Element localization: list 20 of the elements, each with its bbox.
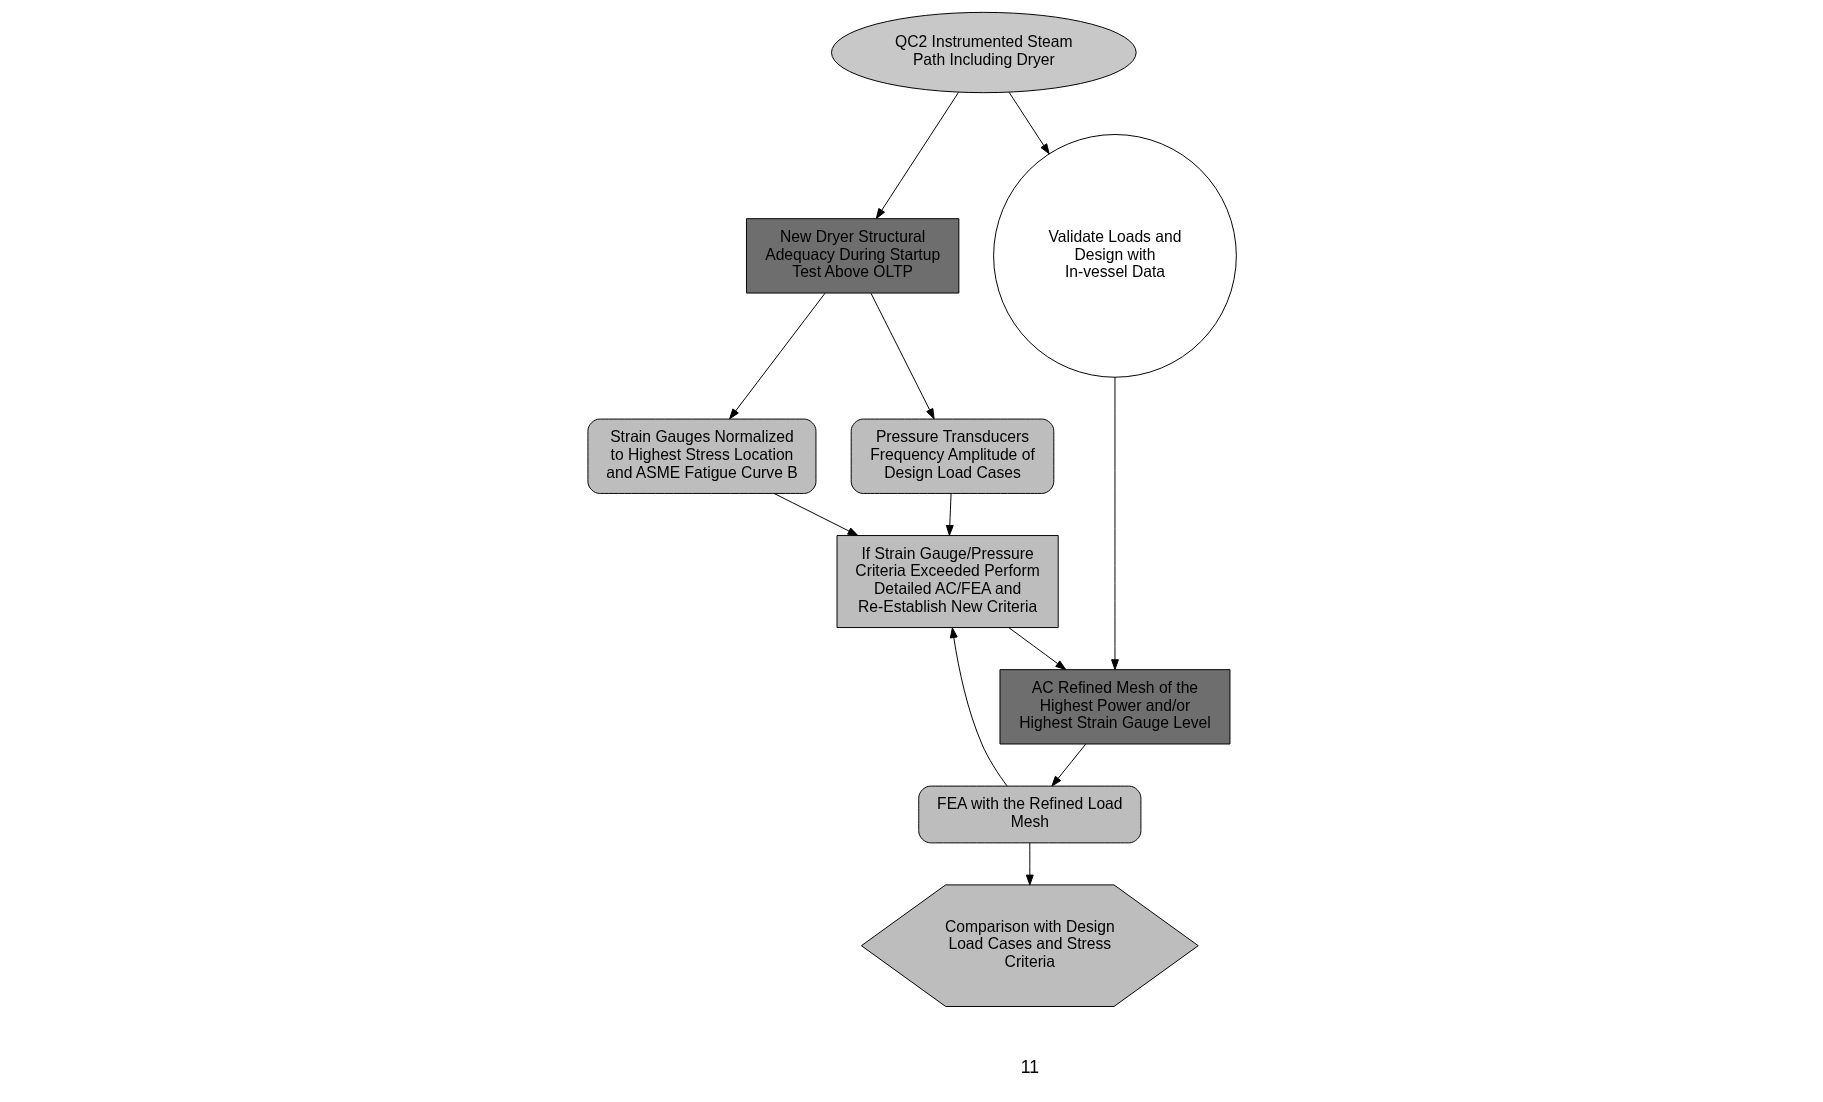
node-box: AC Refined Mesh of the Highest Power and/or Highest Strain Gauge Level <box>999 669 1230 745</box>
arrow <box>870 292 935 420</box>
arrow <box>949 627 1008 787</box>
node-ellipse: QC2 Instrumented Steam Path Including Dryer <box>830 11 1137 94</box>
arrow <box>728 292 825 420</box>
node-box: FEA with the Refined Load Mesh <box>917 785 1141 844</box>
arrow <box>1110 376 1119 670</box>
node-box: New Dryer Structural Adequacy During Startup Test Above OLTP <box>745 218 959 294</box>
node-box: Pressure Transducers Frequency Amplitude of Design Load Cases <box>850 418 1054 494</box>
node-box: If Strain Gauge/Pressure Criteria Exceeded Perform Detailed AC/FEA and Re-Establish New Criteria <box>836 535 1059 629</box>
arrow <box>875 91 959 220</box>
node-box: Strain Gauges Normalized to Highest Stress Location and ASME Fatigue Curve B <box>586 418 816 494</box>
arrow <box>1025 842 1034 886</box>
arrow <box>945 493 954 536</box>
arrow <box>1008 91 1050 155</box>
arrow <box>773 493 858 536</box>
arrow <box>1008 627 1066 670</box>
label: 11 <box>1020 1057 1039 1078</box>
node-circle: Validate Loads and Design with In-vessel Data <box>992 134 1237 378</box>
arrow <box>1050 743 1086 787</box>
